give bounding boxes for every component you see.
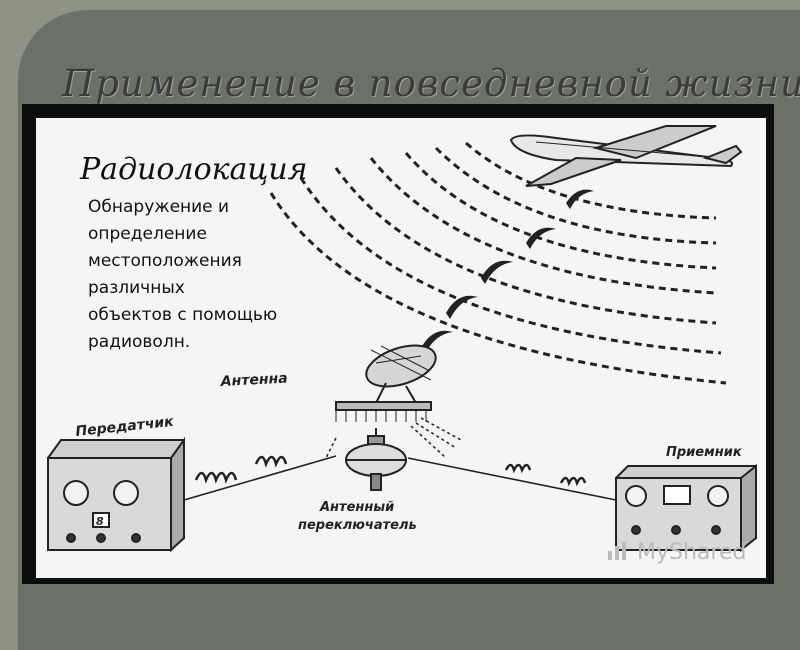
switch-label-line1: Антенный (319, 500, 394, 515)
transmitter-digit: 8 (96, 515, 104, 528)
bar-chart-icon (606, 541, 630, 561)
description-line: радиоволн. (88, 329, 338, 356)
slide-title: Применение в повседневной жизни (62, 62, 800, 105)
transmitter-label: Передатчик (75, 414, 175, 440)
radio-wave-2 (301, 178, 721, 353)
watermark-text: MyShared (637, 540, 746, 565)
slide: Применение в повседневной жизни (0, 0, 800, 600)
watermark: MyShared (606, 540, 746, 565)
antenna-label: Антенна (219, 371, 288, 391)
radio-wave-1 (271, 193, 726, 383)
radio-wave-3 (336, 168, 716, 323)
description-line: определение (88, 221, 338, 248)
description-line: различных (88, 275, 338, 302)
description-line: объектов с помощью (88, 302, 338, 329)
heading-radiolocation: Радиолокация (80, 152, 308, 187)
echo-arc (566, 190, 594, 210)
transmitter-box (48, 440, 184, 550)
echo-arc (481, 261, 513, 284)
description-line: местоположения (88, 248, 338, 275)
echo-arc (446, 296, 478, 319)
receiver-label: Приемник (666, 445, 743, 460)
description-line: Обнаружение и (88, 194, 338, 221)
switch-label-line2: переключатель (298, 518, 417, 533)
antenna-dish-icon (336, 338, 441, 422)
airplane-icon (511, 126, 741, 186)
antenna-switch-icon (346, 428, 406, 490)
description: Обнаружение и определение местоположения… (88, 194, 338, 356)
receiver-box (616, 466, 756, 550)
